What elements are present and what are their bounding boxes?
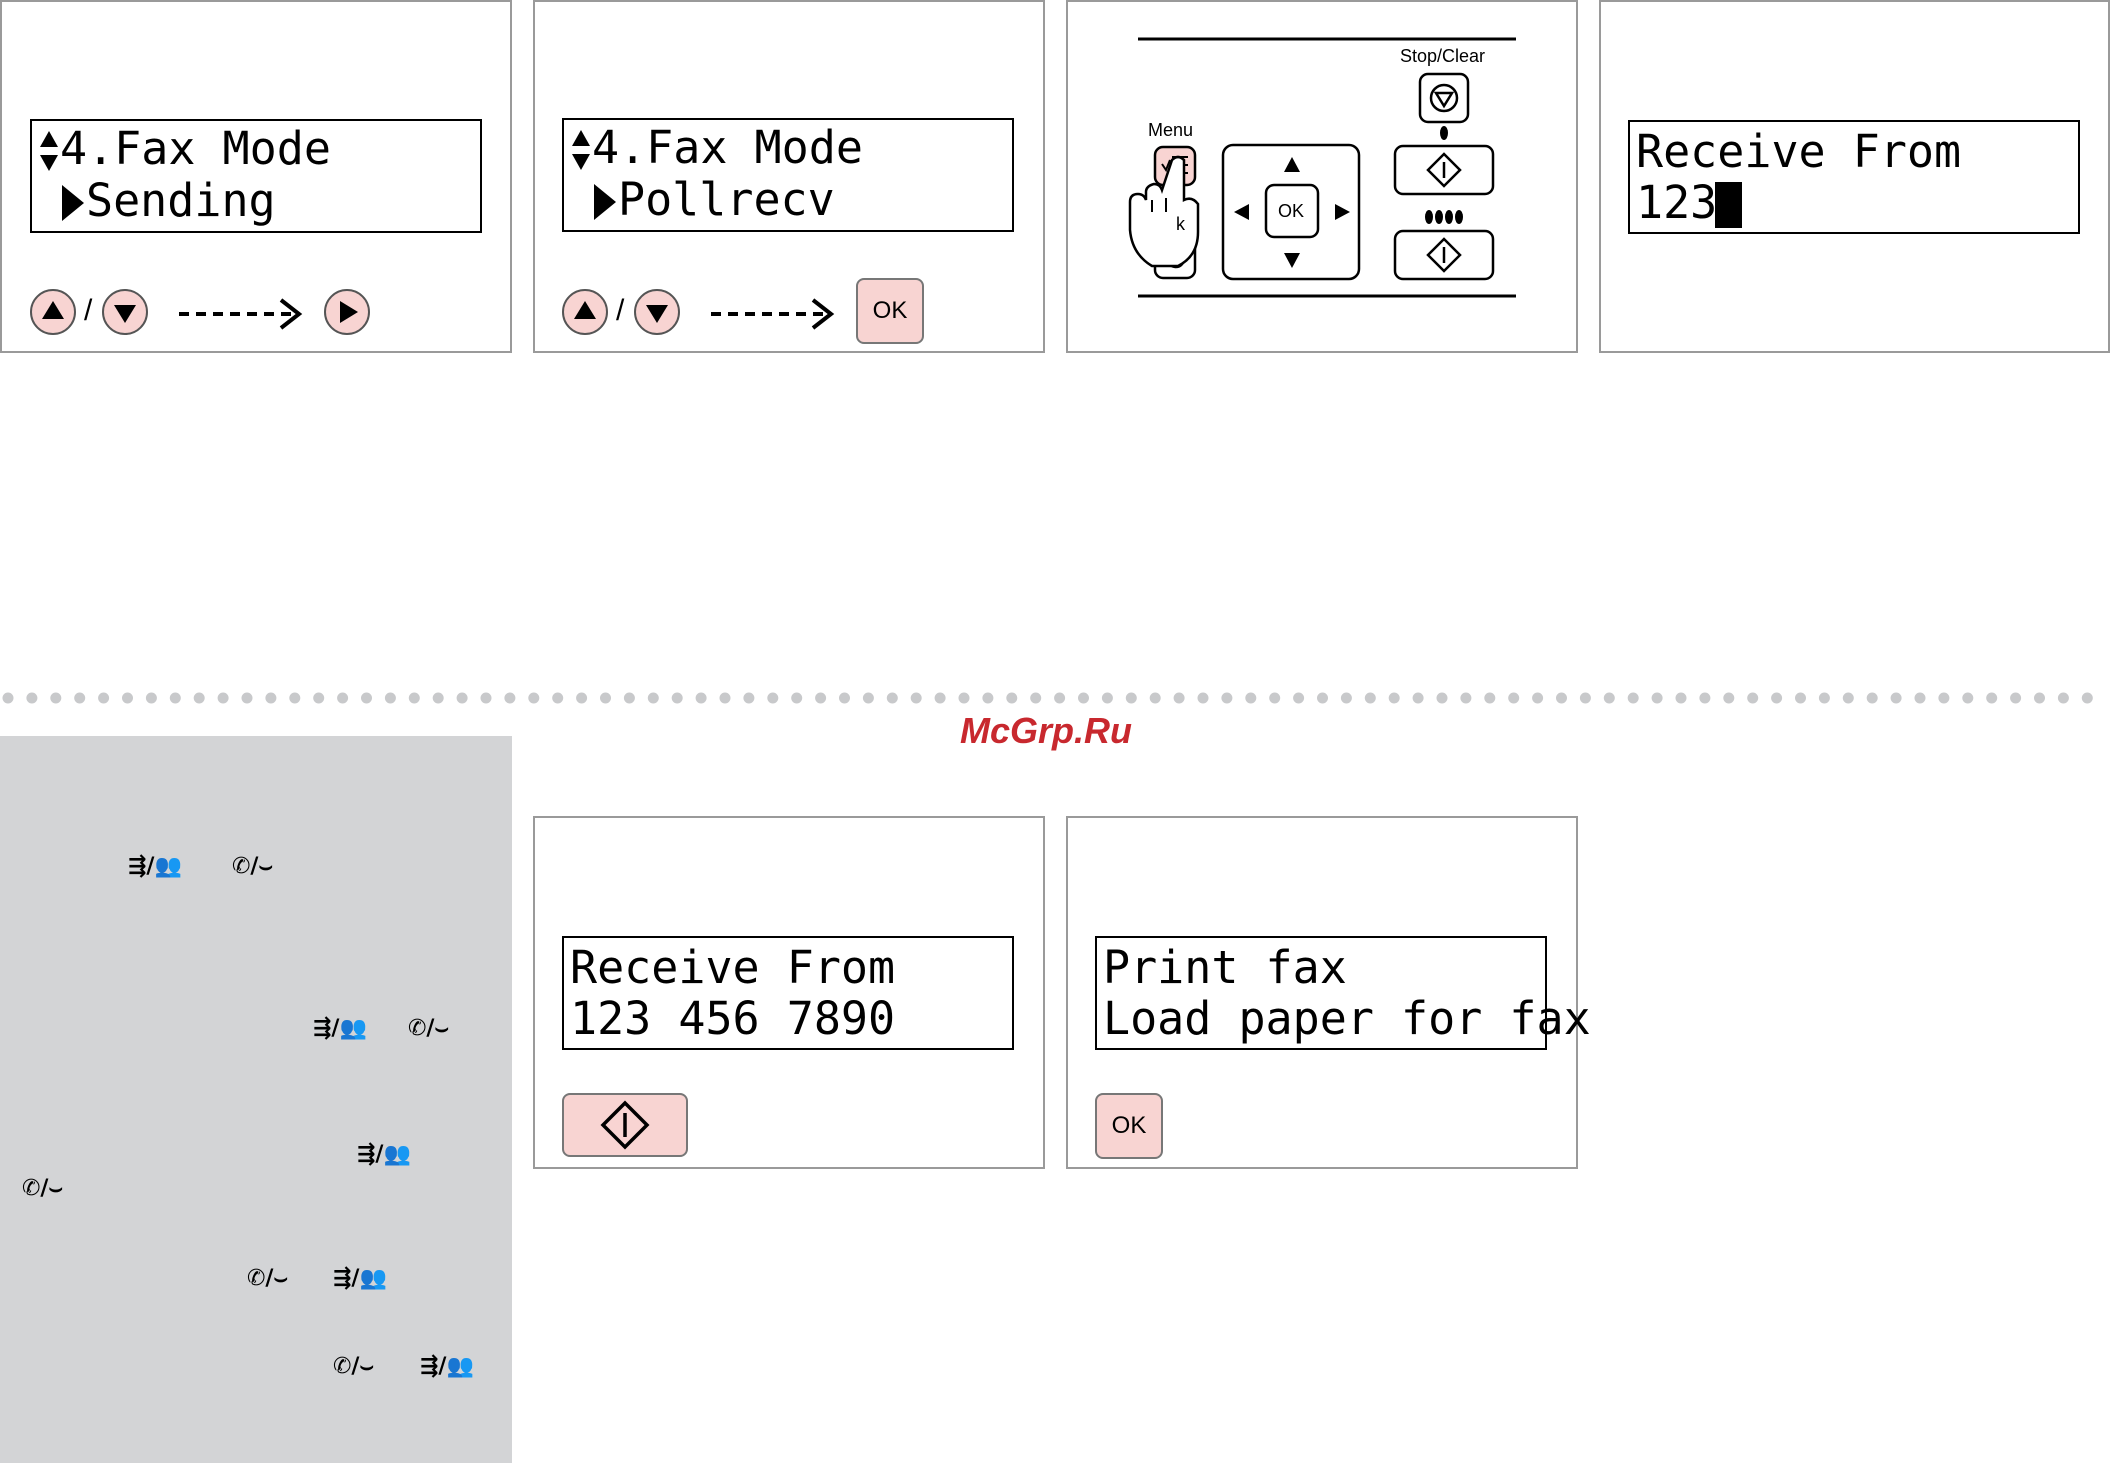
lcd-display: Receive From 123 456 7890 [562,936,1014,1050]
step-panel-2: 4.Fax Mode Pollrecv / OK [533,0,1045,353]
note-sidebar: ⇶/👥 ✆/⌣ ⇶/👥 ✆/⌣ ⇶/👥 ✆/⌣ ✆/⌣ ⇶/👥 ✆/⌣ ⇶/👥 [0,736,512,1463]
lcd-display: 4.Fax Mode Pollrecv [562,118,1014,232]
ok-button[interactable]: OK [1095,1093,1163,1159]
lcd-line-1: Receive From [570,941,896,994]
dotted-separator [2,692,2110,704]
up-down-icon [40,131,58,171]
step-panel-5: Receive From 123 456 7890 [533,816,1045,1169]
right-button[interactable] [324,289,370,335]
step-panel-6: Print fax Load paper for fax OK [1066,816,1591,1169]
lcd-line-1: 4.Fax Mode [60,122,331,175]
control-panel-illustration [1128,37,1516,298]
ok-button[interactable]: OK [856,278,924,344]
lcd-line-2: Load paper for fax [1103,992,1591,1045]
redial-hook-icon: ✆/⌣ [247,1266,288,1291]
redial-hook-icon: ✆/⌣ [333,1354,374,1379]
fax-speed-dial-icon: ⇶/👥 [333,1266,387,1291]
up-down-icon [572,130,590,170]
up-arrow-icon [42,301,64,319]
back-label-partial: k [1176,214,1185,234]
watermark: McGrp.Ru [960,710,1133,751]
right-triangle-icon [594,184,616,220]
lcd-line-2: Pollrecv [618,173,835,226]
down-button[interactable] [634,289,680,335]
up-arrow-icon [574,301,596,319]
start-icon [600,1100,650,1150]
right-arrow-icon [340,301,358,323]
lcd-line-2: 123 [1636,176,1718,229]
redial-hook-icon: ✆/⌣ [22,1176,63,1201]
up-button[interactable] [30,289,76,335]
fax-speed-dial-icon: ⇶/👥 [357,1142,411,1167]
menu-label: Menu [1148,120,1194,140]
step-panel-1: 4.Fax Mode Sending / [0,0,512,353]
fax-speed-dial-icon: ⇶/👥 [128,854,182,879]
stop-clear-label: Stop/Clear [1400,46,1486,66]
cursor-block [1715,182,1742,228]
right-triangle-icon [62,185,84,221]
down-button[interactable] [102,289,148,335]
redial-hook-icon: ✆/⌣ [408,1016,449,1041]
lcd-line-1: Receive From [1636,125,1962,178]
down-arrow-icon [114,305,136,323]
redial-hook-icon: ✆/⌣ [232,854,273,879]
lcd-line-1: 4.Fax Mode [592,121,863,174]
step-panel-4: Receive From 123 [1599,0,2110,353]
lcd-line-1: Print fax [1103,941,1347,994]
start-button[interactable] [562,1093,688,1157]
down-arrow-icon [646,305,668,323]
lcd-line-2: 123 456 7890 [570,992,896,1045]
fax-speed-dial-icon: ⇶/👥 [313,1016,367,1041]
fax-speed-dial-icon: ⇶/👥 [420,1354,474,1379]
step-panel-3: Stop/Clear Menu OK k [1066,0,1578,353]
lcd-display: 4.Fax Mode Sending [30,119,482,233]
lcd-display: Receive From 123 [1628,120,2080,234]
lcd-display: Print fax Load paper for fax [1095,936,1591,1050]
ok-key-label: OK [1278,201,1305,221]
up-button[interactable] [562,289,608,335]
lcd-line-2: Sending [86,174,276,227]
separator: / [84,294,93,327]
separator: / [616,294,625,327]
